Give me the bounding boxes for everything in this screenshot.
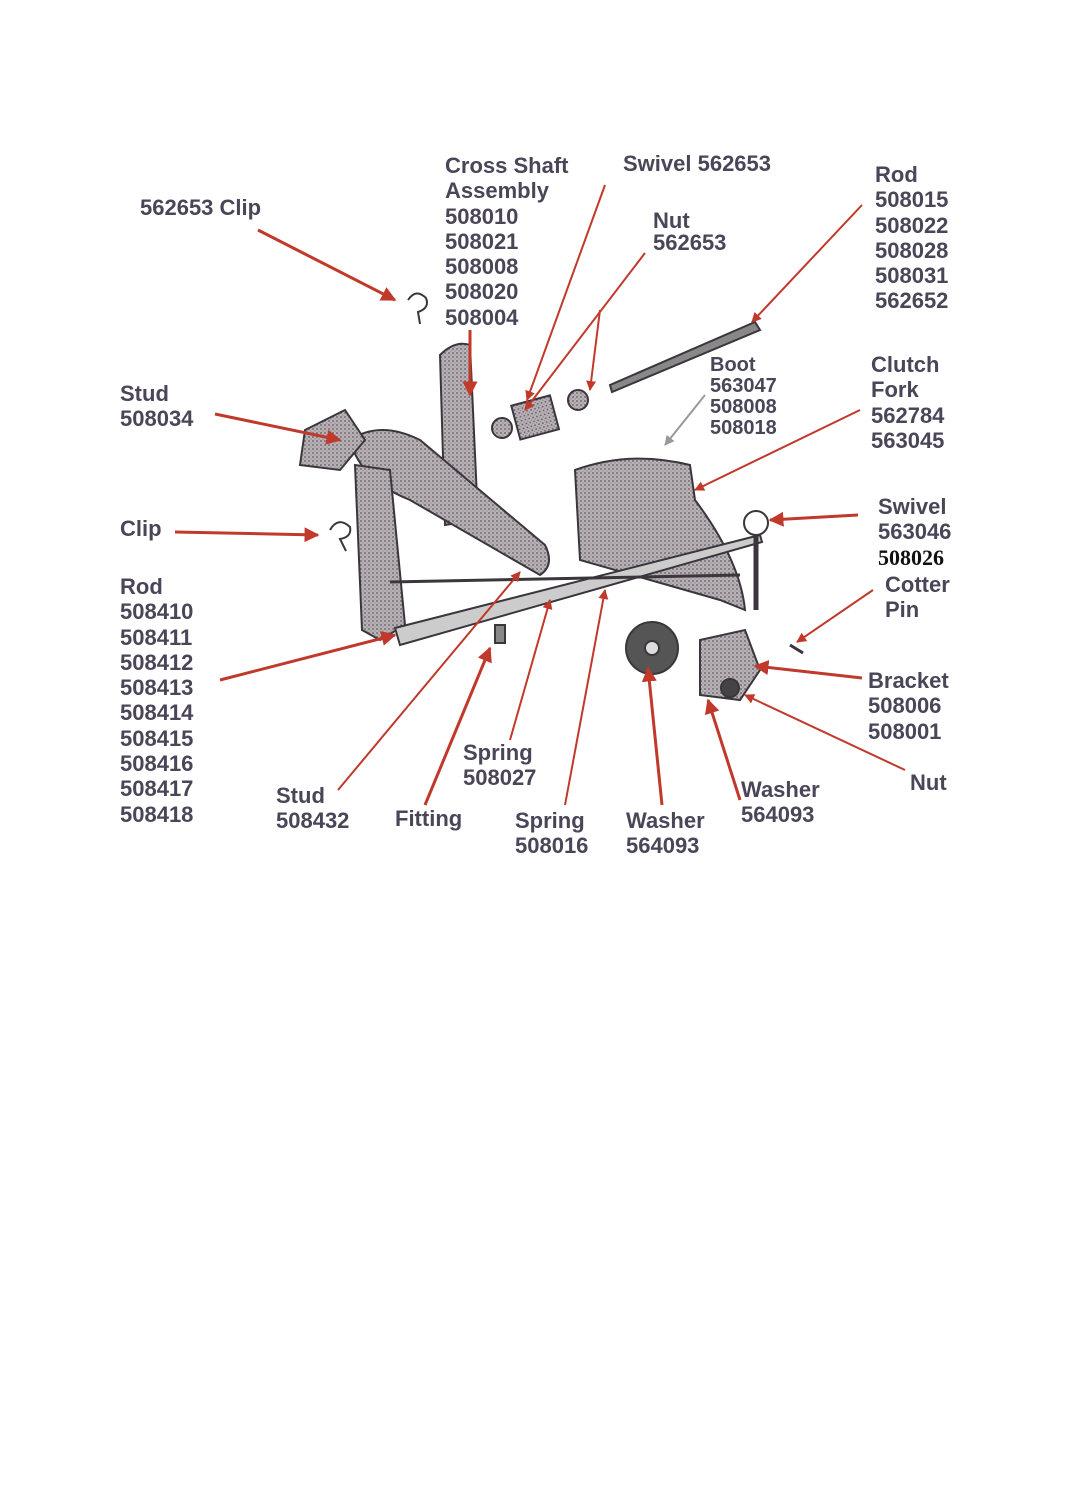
label-line: 508027 [463,765,537,791]
label-washer-right: Washer 564093 [741,777,820,828]
label-line: Pin [885,597,920,623]
label-spring-lower: Spring 508016 [515,808,588,859]
label-line: 508016 [515,833,589,859]
label-clip-left: Clip [120,516,162,541]
label-swivel-right: Swivel 563046 508026 [878,494,951,570]
label-line: 508001 [868,718,942,744]
label-line: Boot [710,354,756,376]
stud-bracket [298,408,367,472]
label-line: Cotter [885,572,950,597]
label-rod-left: Rod 508410 508411 508412 508413 508414 5… [120,574,193,827]
label-cross-shaft-assembly: Cross Shaft Assembly 508010 508021 50800… [445,153,568,330]
label-swivel-top: Swivel 562653 [623,151,772,176]
label-line: 508412 [120,649,194,675]
label-line-extra: 508026 [878,544,944,570]
label-line: 508018 [710,417,777,439]
nut-bracket [720,678,740,698]
label-line: 508414 [120,700,194,726]
label-line: 508008 [445,254,519,280]
label-line: 508413 [120,675,194,701]
clip-left [329,521,352,552]
label-line: 562784 [871,402,945,428]
label-line: Assembly [445,178,549,204]
label-washer-bottom: Washer 564093 [626,808,705,859]
label-line: 508432 [276,808,350,834]
label-line: Cross Shaft [445,153,569,178]
label-line: Stud [120,381,169,406]
label-line: Clutch [871,352,940,377]
label-line: 562653 [653,230,727,255]
label-line: Fork [871,377,919,403]
label-fitting: Fitting [395,806,463,831]
label-cotter-pin: Cotter Pin [885,572,950,623]
label-line: Bracket [868,668,949,693]
label-line: Swivel [878,494,947,519]
swivel-block [510,394,561,441]
label-nut-top: Nut 562653 [653,210,726,254]
rod-lower [393,533,764,647]
label-line: 564093 [741,802,815,828]
label-line: 508416 [120,751,194,777]
label-clip-top: 562653 Clip [140,195,262,220]
label-boot: Boot 563047 508008 508018 [710,355,777,439]
clip-top [407,292,428,325]
label-line: 564093 [626,833,700,859]
label-stud-left: Stud 508034 [120,381,193,432]
label-line: Rod [875,162,918,187]
label-line: Rod [120,574,163,599]
label-line: 508021 [445,228,519,254]
label-line: 508006 [868,693,942,719]
label-line: 563046 [878,519,952,545]
label-line: Washer [741,777,820,802]
label-line: 508010 [445,203,519,229]
parts [298,292,804,702]
label-line: 508028 [875,237,949,263]
label-line: 508417 [120,776,194,802]
label-rod-top: Rod 508015 508022 508028 508031 562652 [875,162,948,314]
fitting-part [494,624,506,644]
label-line: 508415 [120,725,194,751]
label-line: 508004 [445,304,519,330]
label-line: 508020 [445,279,519,305]
label-nut-right: Nut [910,770,947,795]
label-clutch-fork: Clutch Fork 562784 563045 [871,352,944,453]
nut-small [567,389,589,411]
label-line: 563047 [710,375,777,397]
label-line: 562652 [875,288,949,314]
label-line: Stud [276,783,325,808]
bracket-part [699,628,762,702]
label-spring-upper: Spring 508027 [463,740,536,791]
label-line: 508015 [875,187,949,213]
label-line: 508031 [875,263,949,289]
label-line: Nut [653,208,690,233]
label-line: Spring [515,808,585,833]
label-line: 508411 [120,624,193,650]
label-bracket: Bracket 508006 508001 [868,668,949,744]
clutch-fork-plate [573,457,747,612]
label-line: 508410 [120,599,194,625]
label-stud-bottom: Stud 508432 [276,783,349,834]
label-line: Washer [626,808,705,833]
rod-top [608,320,762,394]
label-line: 508418 [120,801,194,827]
cotter-pin-part [789,643,804,655]
label-line: 508008 [710,396,777,418]
nut-top [491,417,513,439]
label-line: 508034 [120,406,194,432]
rod-thin [389,573,741,584]
callout-arrows [174,184,906,806]
swivel-eye [743,510,769,536]
label-line: 508022 [875,212,949,238]
label-line: 563045 [871,427,945,453]
boot-arrow [664,394,706,446]
label-line: Spring [463,740,533,765]
